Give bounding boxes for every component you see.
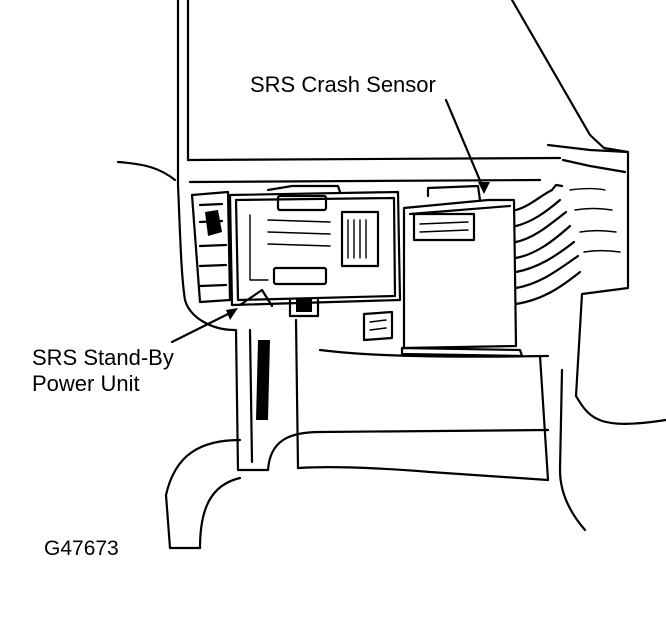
crash-sensor-label: SRS Crash Sensor bbox=[250, 72, 436, 97]
leader-lines bbox=[170, 98, 490, 344]
standby-label-line2: Power Unit bbox=[32, 371, 140, 396]
console-structure bbox=[116, 0, 666, 550]
standby-power-unit bbox=[228, 184, 402, 318]
crash-sensor bbox=[362, 184, 524, 358]
standby-label-line1: SRS Stand-By bbox=[32, 345, 174, 370]
center-duct bbox=[164, 318, 550, 550]
wiring-harness bbox=[514, 183, 621, 306]
figure-code: G47673 bbox=[44, 537, 119, 560]
left-mount-bracket bbox=[190, 190, 232, 304]
